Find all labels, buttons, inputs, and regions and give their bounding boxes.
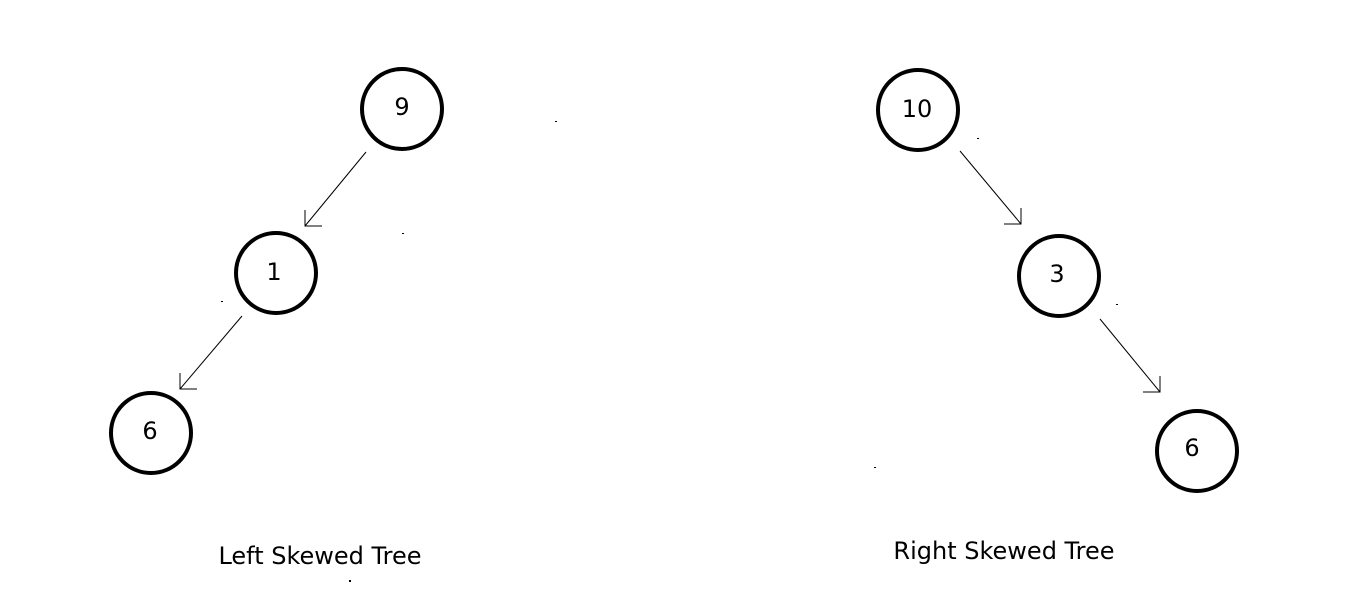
tree-node-left-child: 1 — [234, 231, 318, 315]
caption-left-skewed-tree: Left Skewed Tree — [218, 542, 421, 570]
caption-right-skewed-tree: Right Skewed Tree — [893, 537, 1114, 565]
node-value: 10 — [902, 95, 933, 123]
tree-node-root: 9 — [360, 67, 444, 151]
node-value: 6 — [142, 417, 157, 445]
node-value: 1 — [266, 258, 281, 286]
left-skewed-tree: 9 1 6 Left Skewed Tree — [109, 67, 444, 570]
node-value: 6 — [1184, 434, 1199, 462]
right-skewed-tree: 10 3 6 Right Skewed Tree — [876, 68, 1239, 565]
tree-node-right-child: 3 — [1017, 234, 1101, 318]
tree-node-left-grandchild: 6 — [109, 391, 193, 475]
tree-node-root: 10 — [876, 68, 960, 152]
edge-3-to-6 — [1099, 318, 1161, 393]
node-value: 3 — [1049, 260, 1064, 288]
edge-9-to-1 — [304, 151, 367, 227]
edge-10-to-3 — [959, 150, 1022, 225]
node-value: 9 — [394, 93, 409, 121]
tree-node-right-grandchild: 6 — [1155, 409, 1239, 493]
background-specks — [221, 121, 1118, 582]
edge-1-to-6 — [179, 315, 243, 390]
